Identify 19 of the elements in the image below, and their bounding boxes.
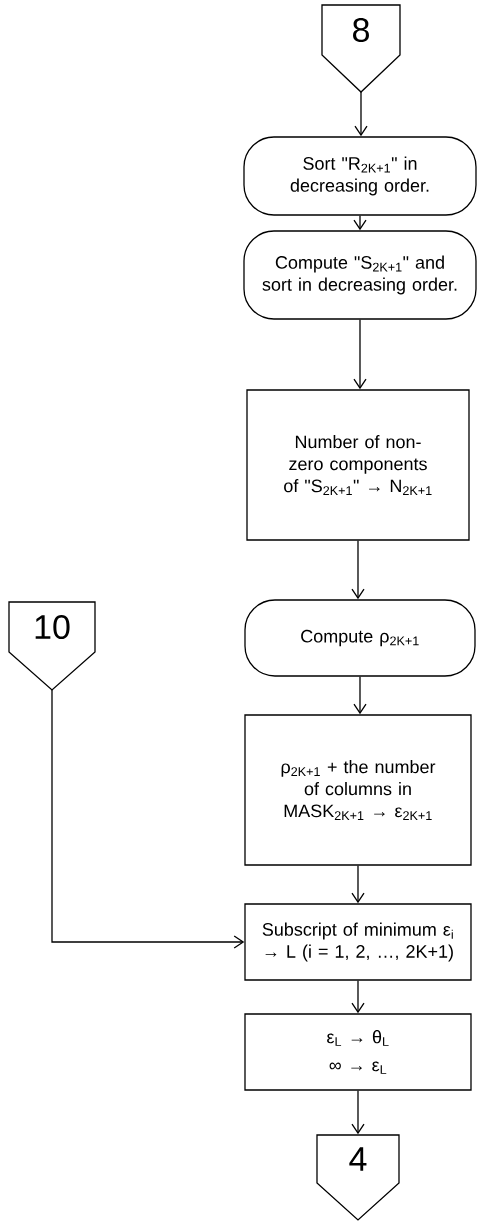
process-box: ε$_{L}$ → θ$_{L}$ ∞ → ε$_{L}$ [244, 1013, 472, 1091]
terminal-box: Sort "R$_{2K+1}$" in decreasing order. [243, 136, 477, 216]
arrow [353, 215, 367, 231]
arrow [353, 676, 367, 715]
off-page-connector: 10 [8, 601, 96, 691]
process-box: Number of non-zero components of "S$_{2K+1}$" → N$_{2K+1}$ [246, 389, 470, 541]
arrow [351, 540, 365, 600]
off-page-connector: 4 [316, 1134, 400, 1221]
arrow [354, 91, 368, 137]
arrow [353, 319, 367, 390]
terminal-box: Compute ρ$_{2K+1}$ [244, 599, 476, 677]
terminal-box: Compute "S$_{2K+1}$" and sort in decreasing order. [243, 230, 477, 320]
off-page-connector: 8 [321, 4, 401, 93]
arrow [351, 1090, 365, 1135]
arrow [351, 865, 365, 904]
process-box: ρ$_{2K+1}$ + the number of columns in MASK$_{2K+1}$ → ε$_{2K+1}$ [244, 714, 472, 866]
arrow [351, 980, 365, 1014]
process-box: Subscript of minimum ε$_{i}$ → L (i = 1, 2, …, 2K+1) [244, 903, 472, 981]
arrow [51, 689, 245, 949]
